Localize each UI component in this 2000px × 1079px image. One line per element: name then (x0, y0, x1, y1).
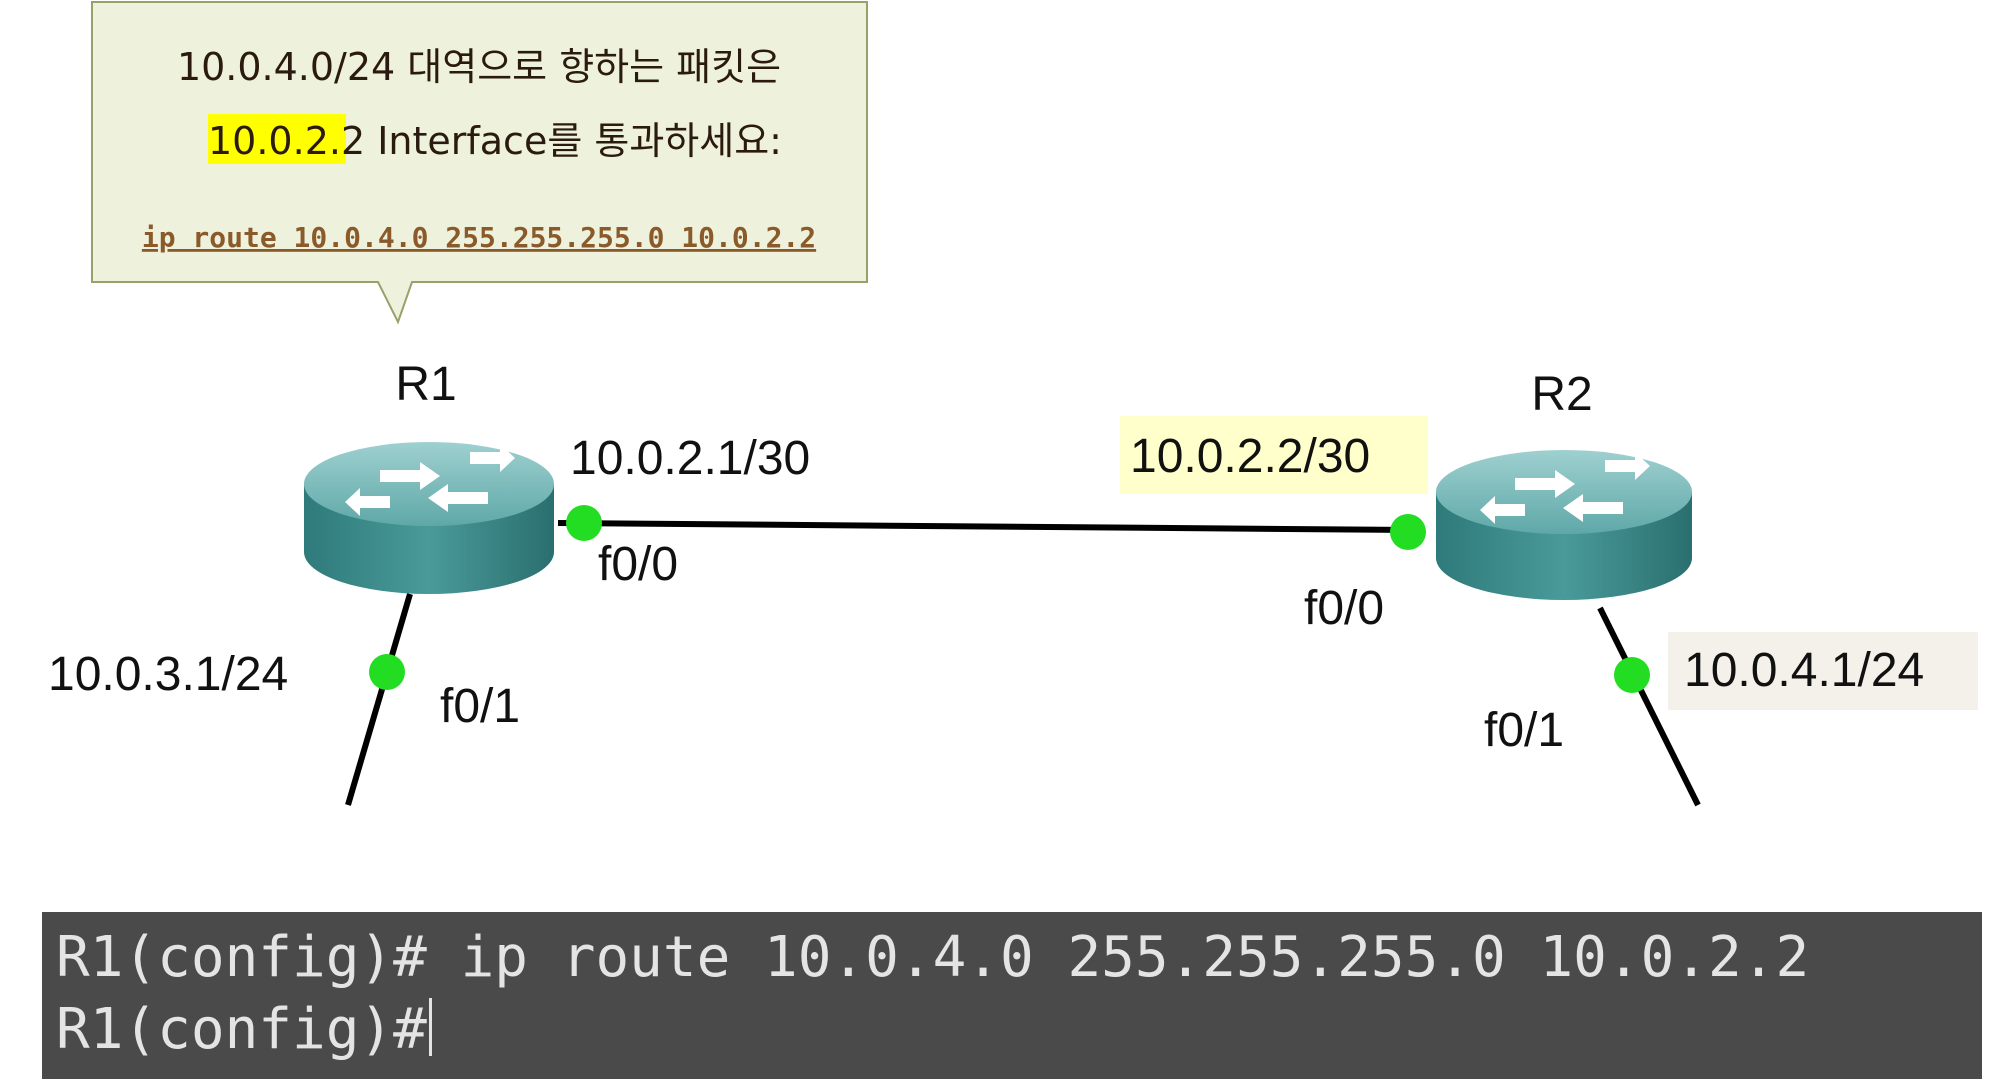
r1-f01-ip: 10.0.3.1/24 (48, 648, 288, 701)
text-cursor (428, 998, 432, 1056)
r1-f00-port: f0/0 (598, 538, 678, 591)
terminal-output[interactable]: R1(config)# ip route 10.0.4.0 255.255.25… (42, 912, 1982, 1079)
r1-f00-ip: 10.0.2.1/30 (570, 432, 810, 485)
r2-f00-link-dot (1390, 514, 1426, 550)
r1-f01-link-dot (369, 654, 405, 690)
callout-command: ip route 10.0.4.0 255.255.255.0 10.0.2.2 (142, 221, 816, 254)
callout-network: 10.0.4.0/24 (177, 45, 395, 89)
r2-f01-ip: 10.0.4.1/24 (1684, 644, 1924, 697)
callout-line-1-rest: 대역으로 향하는 패킷은 (395, 45, 781, 89)
r2-f00-ip: 10.0.2.2/30 (1130, 430, 1370, 483)
r2-f01-port: f0/1 (1484, 704, 1564, 757)
link-r1-r2 (557, 520, 1413, 533)
router-r1[interactable] (304, 442, 554, 594)
router-arrows-icon (1480, 452, 1650, 524)
terminal-prompt-line[interactable]: R1(config)# (56, 994, 1982, 1066)
r1-f00-link-dot (566, 505, 602, 541)
router-arrows-icon (345, 444, 515, 516)
link-r1-f01 (345, 593, 413, 806)
terminal-line-2: R1(config)# (56, 997, 427, 1062)
r2-f01-link-dot (1614, 657, 1650, 693)
callout-line-1: 10.0.4.0/24 대역으로 향하는 패킷은 (177, 45, 781, 89)
r2-f00-port: f0/0 (1304, 582, 1384, 635)
next-hop-highlight (208, 114, 346, 164)
router-r2[interactable] (1436, 450, 1692, 600)
terminal-line-1: R1(config)# ip route 10.0.4.0 255.255.25… (56, 925, 1810, 990)
router-r1-name: R1 (395, 358, 456, 411)
r1-f01-port: f0/1 (440, 680, 520, 733)
callout-line-2: 10.0.2.2 Interface를 통과하세요: (208, 119, 782, 163)
callout-next-hop: 10.0.2.2 (208, 119, 365, 163)
callout-line-2-rest: Interface를 통과하세요: (365, 119, 782, 163)
link-r2-f01 (1597, 606, 1701, 807)
r2-f01-ip-highlight (1668, 632, 1978, 710)
r2-f00-ip-highlight (1120, 416, 1428, 494)
callout-box: 10.0.4.0/24 대역으로 향하는 패킷은 10.0.2.2 Interf… (91, 1, 868, 325)
router-r2-name: R2 (1531, 368, 1592, 421)
